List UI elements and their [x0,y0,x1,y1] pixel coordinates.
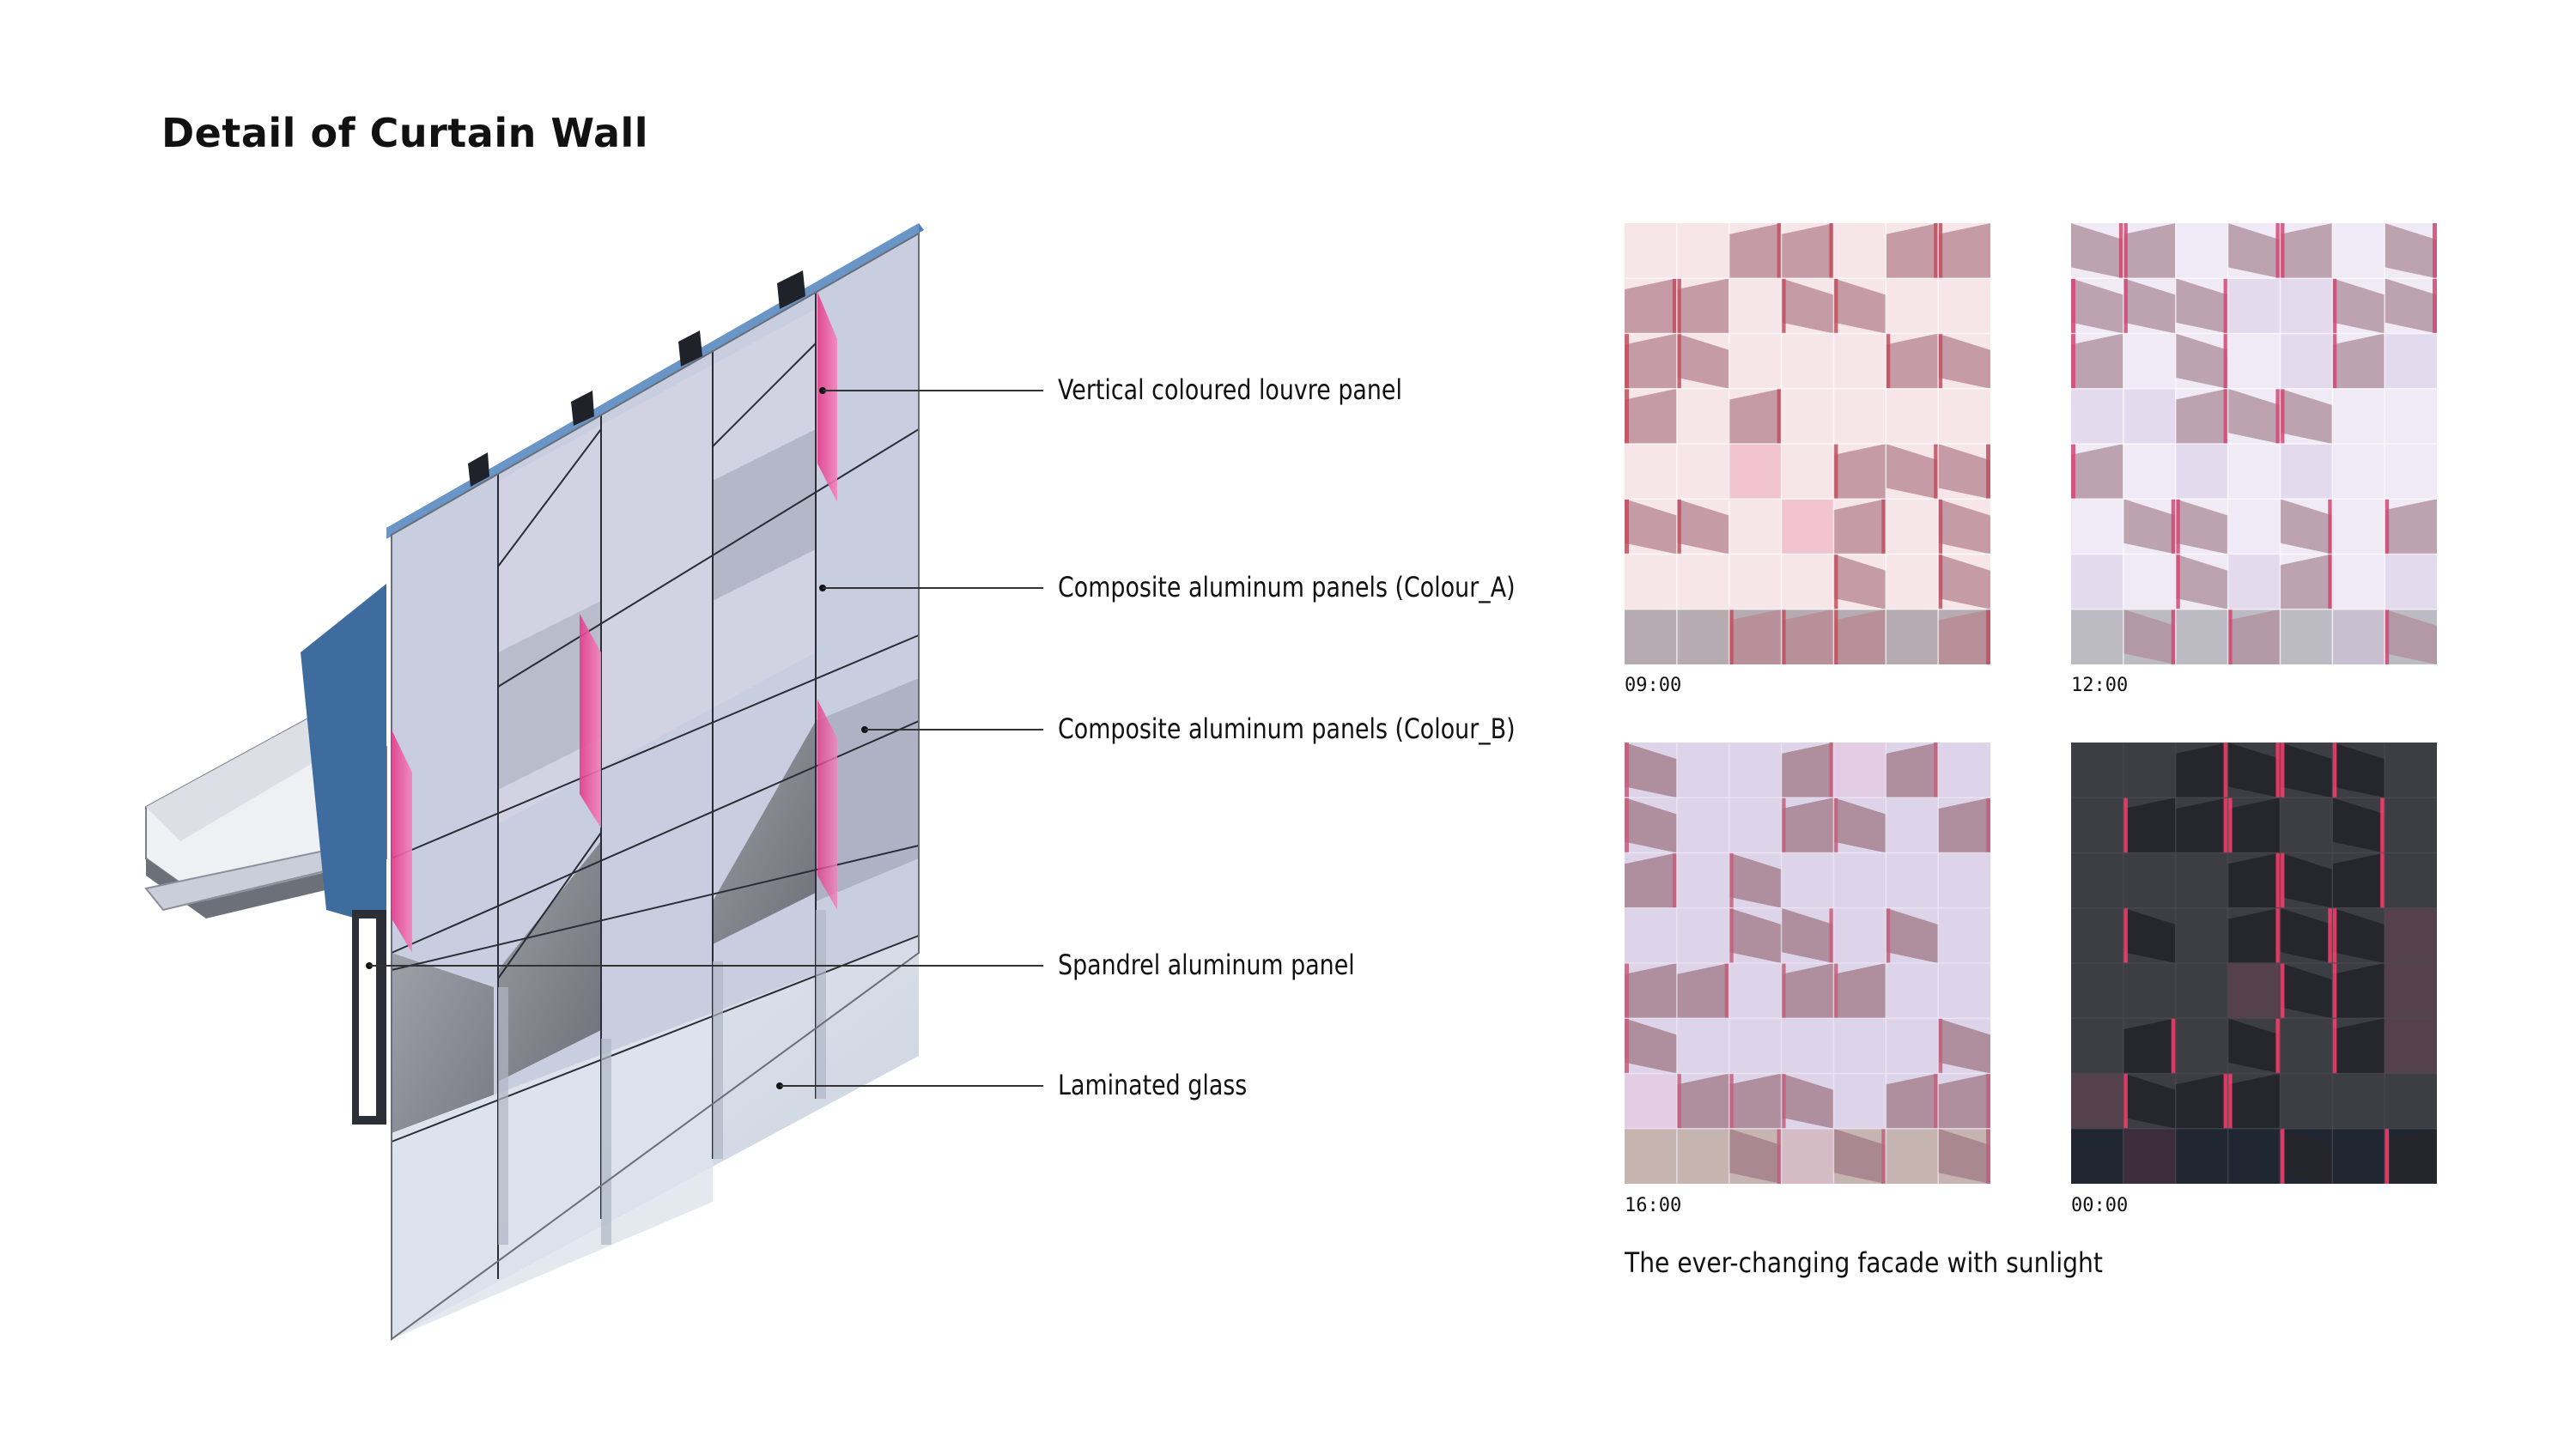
roof-edge [386,223,924,539]
vertical-louvres [392,292,837,953]
facade-pattern-render [2071,223,2437,664]
page-title: Detail of Curtain Wall [161,110,649,156]
facade-pattern-render [1625,223,1990,664]
leader-lines [366,387,1043,1089]
facade-study-1200 [2071,223,2437,664]
callout-laminated-glass: Laminated glass [1058,1069,1248,1101]
facade-study-0000 [2071,743,2437,1184]
time-label-1200: 12:00 [2071,675,2129,696]
callout-panel-colour-b: Composite aluminum panels (Colour_B) [1058,712,1516,745]
floor-slab [144,584,387,1125]
callout-spandrel: Spandrel aluminum panel [1058,949,1355,981]
curtain-wall-axonometric [144,223,1043,1341]
facade-caption: The ever-changing facade with sunlight [1625,1246,2103,1279]
facade-study-1600 [1625,743,1990,1184]
time-label-0900: 09:00 [1625,675,1682,696]
facade-pattern-render [2071,743,2437,1184]
callout-louvre: Vertical coloured louvre panel [1058,373,1402,406]
facade-pattern-render [1625,743,1990,1184]
facade-study-0900 [1625,223,1990,664]
time-label-0000: 00:00 [2071,1195,2129,1216]
composite-panel-field [391,232,920,1341]
time-label-1600: 16:00 [1625,1195,1682,1216]
callout-panel-colour-a: Composite aluminum panels (Colour_A) [1058,571,1516,603]
